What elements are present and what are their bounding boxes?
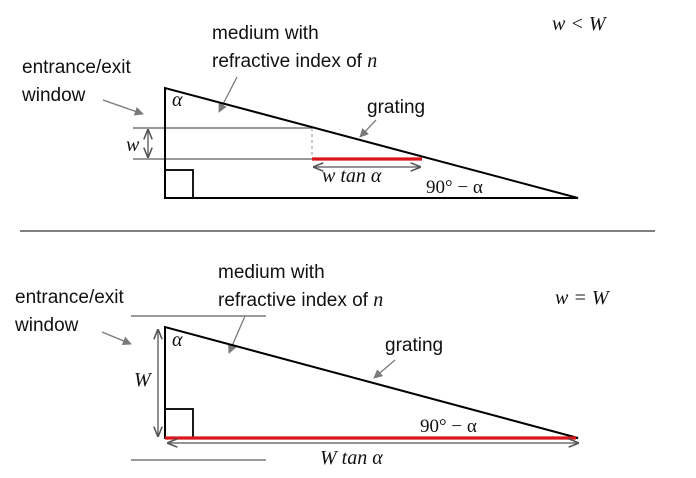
bottom-window-label-line1: entrance/exit — [15, 287, 125, 308]
bottom-prism-outline — [164, 325, 579, 439]
bottom-grating-label: grating — [385, 335, 443, 356]
top-window-leader-arrow — [102, 99, 144, 116]
top-medium-leader-arrow — [218, 76, 238, 113]
bottom-window-label-line2: window — [14, 315, 79, 336]
top-prism-outline — [164, 86, 579, 199]
top-panel: w < W medium with refractive index of n … — [21, 13, 608, 199]
bottom-condition-label: w = W — [555, 287, 611, 309]
bottom-length-label: W tan α — [320, 447, 383, 469]
bottom-medium-label-line1: medium with — [218, 262, 325, 283]
top-base-angle-label: 90° − α — [426, 177, 483, 198]
top-medium-label-line2: refractive index of n — [212, 50, 377, 72]
top-right-angle-marker — [164, 169, 194, 199]
top-width-label: w — [126, 134, 140, 156]
bottom-grating-leader-arrow — [373, 359, 396, 379]
top-medium-label-text: refractive index of — [212, 51, 367, 72]
top-condition-label: w < W — [552, 13, 608, 35]
bottom-apex-angle-label: α — [172, 329, 183, 351]
bottom-panel: w = W medium with refractive index of n … — [14, 262, 611, 469]
bottom-right-angle-marker — [164, 408, 194, 439]
bottom-medium-label-text: refractive index of — [218, 290, 373, 311]
bottom-window-leader-arrow — [101, 331, 132, 346]
top-medium-variable: n — [367, 50, 377, 72]
bottom-medium-leader-arrow — [228, 315, 246, 354]
top-length-label: w tan α — [322, 165, 382, 187]
bottom-base-angle-label: 90° − α — [420, 416, 477, 437]
bottom-medium-label-line2: refractive index of n — [218, 289, 383, 311]
top-medium-label-line1: medium with — [212, 23, 319, 44]
top-window-label-line1: entrance/exit — [22, 57, 132, 78]
bottom-width-label: W — [134, 369, 153, 391]
top-window-label-line2: window — [21, 85, 86, 106]
top-grating-leader-arrow — [359, 119, 377, 138]
top-grating-label: grating — [367, 97, 425, 118]
top-apex-angle-label: α — [172, 89, 183, 111]
bottom-medium-variable: n — [373, 289, 383, 311]
